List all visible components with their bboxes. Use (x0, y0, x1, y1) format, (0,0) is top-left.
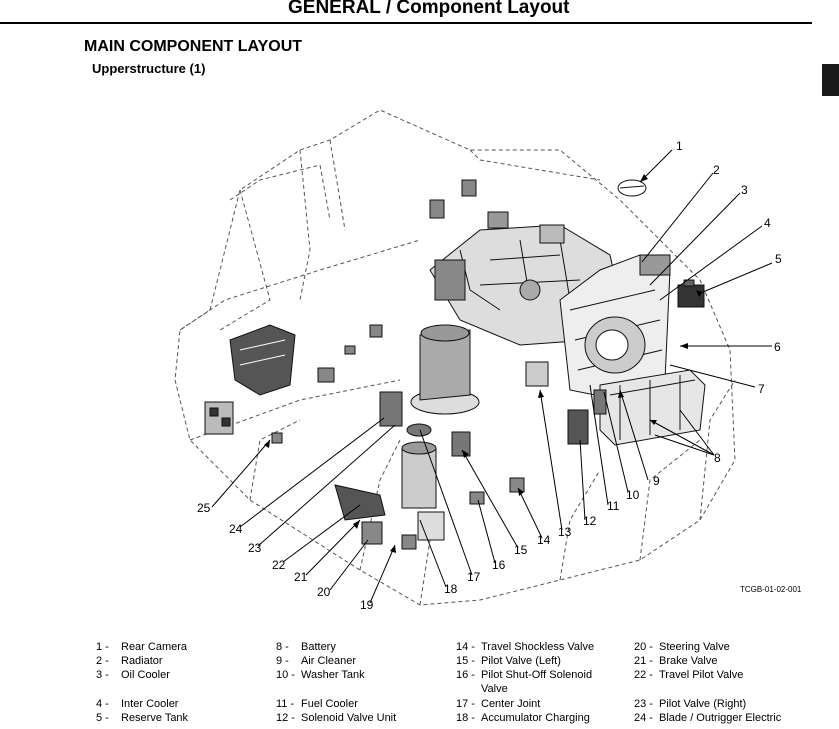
legend-item: 16 -Pilot Shut-Off Solenoid (456, 669, 593, 681)
legend-item: 20 -Steering Valve (634, 641, 730, 653)
page-title: GENERAL / Component Layout (288, 0, 570, 18)
control-valve-block (204, 324, 296, 435)
callout-4: 4 (764, 216, 771, 230)
legend-item: 17 -Center Joint (456, 698, 541, 710)
component-layout-figure: 1 2 3 4 5 6 7 8 9 10 11 12 13 14 15 16 1… (174, 109, 782, 612)
callout-17: 17 (467, 570, 481, 584)
callout-10: 10 (626, 488, 640, 502)
leader-lines (211, 149, 773, 604)
callout-2: 2 (713, 163, 720, 177)
callout-11: 11 (607, 499, 620, 513)
rear-camera (617, 179, 647, 197)
legend-item: 11 -Fuel Cooler (276, 698, 358, 710)
callout-22: 22 (272, 558, 286, 572)
callout-18: 18 (444, 582, 458, 596)
legend-item: 21 -Brake Valve (634, 655, 718, 667)
legend-item: 2 -Radiator (96, 655, 163, 667)
section-title: MAIN COMPONENT LAYOUT (84, 38, 303, 55)
legend-item: Valve (481, 683, 508, 695)
page-header: GENERAL / Component Layout (0, 0, 839, 24)
callout-24: 24 (229, 522, 243, 536)
callout-labels: 1 2 3 4 5 6 7 8 9 10 11 12 13 14 15 16 1… (197, 139, 782, 612)
callout-14: 14 (537, 533, 551, 547)
legend-item: 22 -Travel Pilot Valve (634, 669, 744, 681)
callout-23: 23 (248, 541, 262, 555)
callout-8: 8 (714, 451, 721, 465)
legend-item: 18 -Accumulator Charging (456, 712, 590, 724)
radiator-assembly (559, 254, 671, 401)
callout-3: 3 (741, 183, 748, 197)
section-subtitle: Upperstructure (1) (92, 61, 206, 76)
legend-item: 1 -Rear Camera (96, 641, 188, 653)
legend-item: 14 -Travel Shockless Valve (456, 641, 595, 653)
callout-20: 20 (317, 585, 331, 599)
small-components (271, 179, 607, 550)
callout-21: 21 (294, 570, 308, 584)
legend-item: 3 -Oil Cooler (96, 669, 170, 681)
callout-13: 13 (558, 525, 572, 539)
callout-6: 6 (774, 340, 781, 354)
callout-9: 9 (653, 474, 660, 488)
legend-item: 24 -Blade / Outrigger Electric (634, 712, 782, 724)
callout-25: 25 (197, 501, 211, 515)
legend-item: 10 -Washer Tank (276, 669, 365, 681)
callout-16: 16 (492, 558, 506, 572)
callout-12: 12 (583, 514, 597, 528)
legend-item: 23 -Pilot Valve (Right) (634, 698, 747, 710)
callout-1: 1 (676, 139, 683, 153)
header-rule (0, 22, 812, 24)
leader-arrowheads (264, 174, 703, 553)
swing-motor (410, 324, 480, 415)
legend-item: 12 -Solenoid Valve Unit (276, 712, 397, 724)
figure-code: TCGB-01-02-001 (740, 585, 802, 594)
legend-item: 8 -Battery (276, 641, 336, 653)
callout-15: 15 (514, 543, 528, 557)
center-joint (401, 423, 437, 509)
side-tab-marker (822, 64, 839, 96)
callout-7: 7 (758, 382, 765, 396)
legend-item: 5 -Reserve Tank (96, 712, 189, 724)
legend-item: 4 -Inter Cooler (96, 698, 179, 710)
legend-item: 9 -Air Cleaner (276, 655, 357, 667)
callout-5: 5 (775, 252, 782, 266)
legend-item: 15 -Pilot Valve (Left) (456, 655, 561, 667)
callout-19: 19 (360, 598, 374, 612)
